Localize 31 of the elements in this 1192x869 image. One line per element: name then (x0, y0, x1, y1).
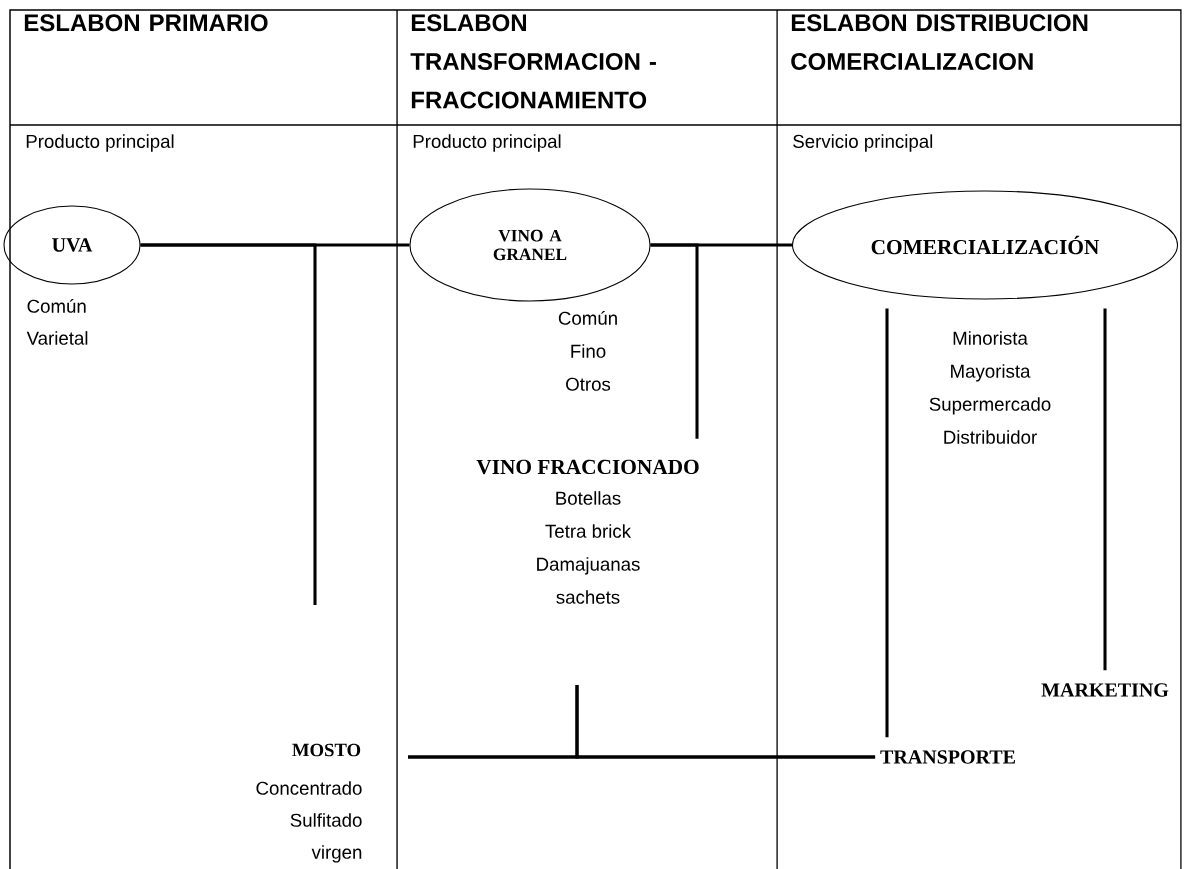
list-item: Distribuidor (944, 430, 1037, 444)
connector-line (1103, 308, 1107, 671)
connector-line (575, 685, 876, 759)
list-item: Concentrado (256, 781, 362, 795)
list-item: Otros (566, 377, 611, 391)
list-item: Común (27, 298, 86, 313)
connector-line (885, 308, 889, 738)
list-item: Tetra brick (545, 524, 632, 538)
list-item: Sulfitado (290, 813, 362, 827)
list-item: sachets (556, 590, 620, 604)
list-item: Damajuanas (537, 557, 640, 575)
category-heading: TRANSPORTE (880, 750, 1015, 764)
connector-line (140, 243, 317, 605)
list-item: Minorista (953, 331, 1028, 345)
list-item: Fino (571, 344, 606, 358)
row-label: Producto principal (26, 134, 174, 152)
category-heading: VINO FRACCIONADO (476, 459, 699, 475)
column-header: ESLABON TRANSFORMACION - FRACCIONAMIENTO (410, 14, 656, 109)
list-item: Botellas (556, 491, 621, 505)
list-item: Varietal (26, 331, 88, 345)
column-header: ESLABON PRIMARIO (24, 14, 268, 32)
category-heading: MOSTO (292, 743, 361, 757)
category-heading: MARKETING (1041, 683, 1169, 697)
list-item: Mayorista (951, 364, 1031, 382)
list-item: Supermercado (929, 397, 1051, 415)
connector-line (650, 243, 699, 439)
list-item: Común (558, 310, 617, 325)
row-label: Servicio principal (793, 134, 933, 152)
row-label: Producto principal (413, 134, 561, 152)
list-item: virgen (311, 845, 362, 863)
column-header: ESLABON DISTRIBUCION COMERCIALIZACION (791, 14, 1088, 70)
